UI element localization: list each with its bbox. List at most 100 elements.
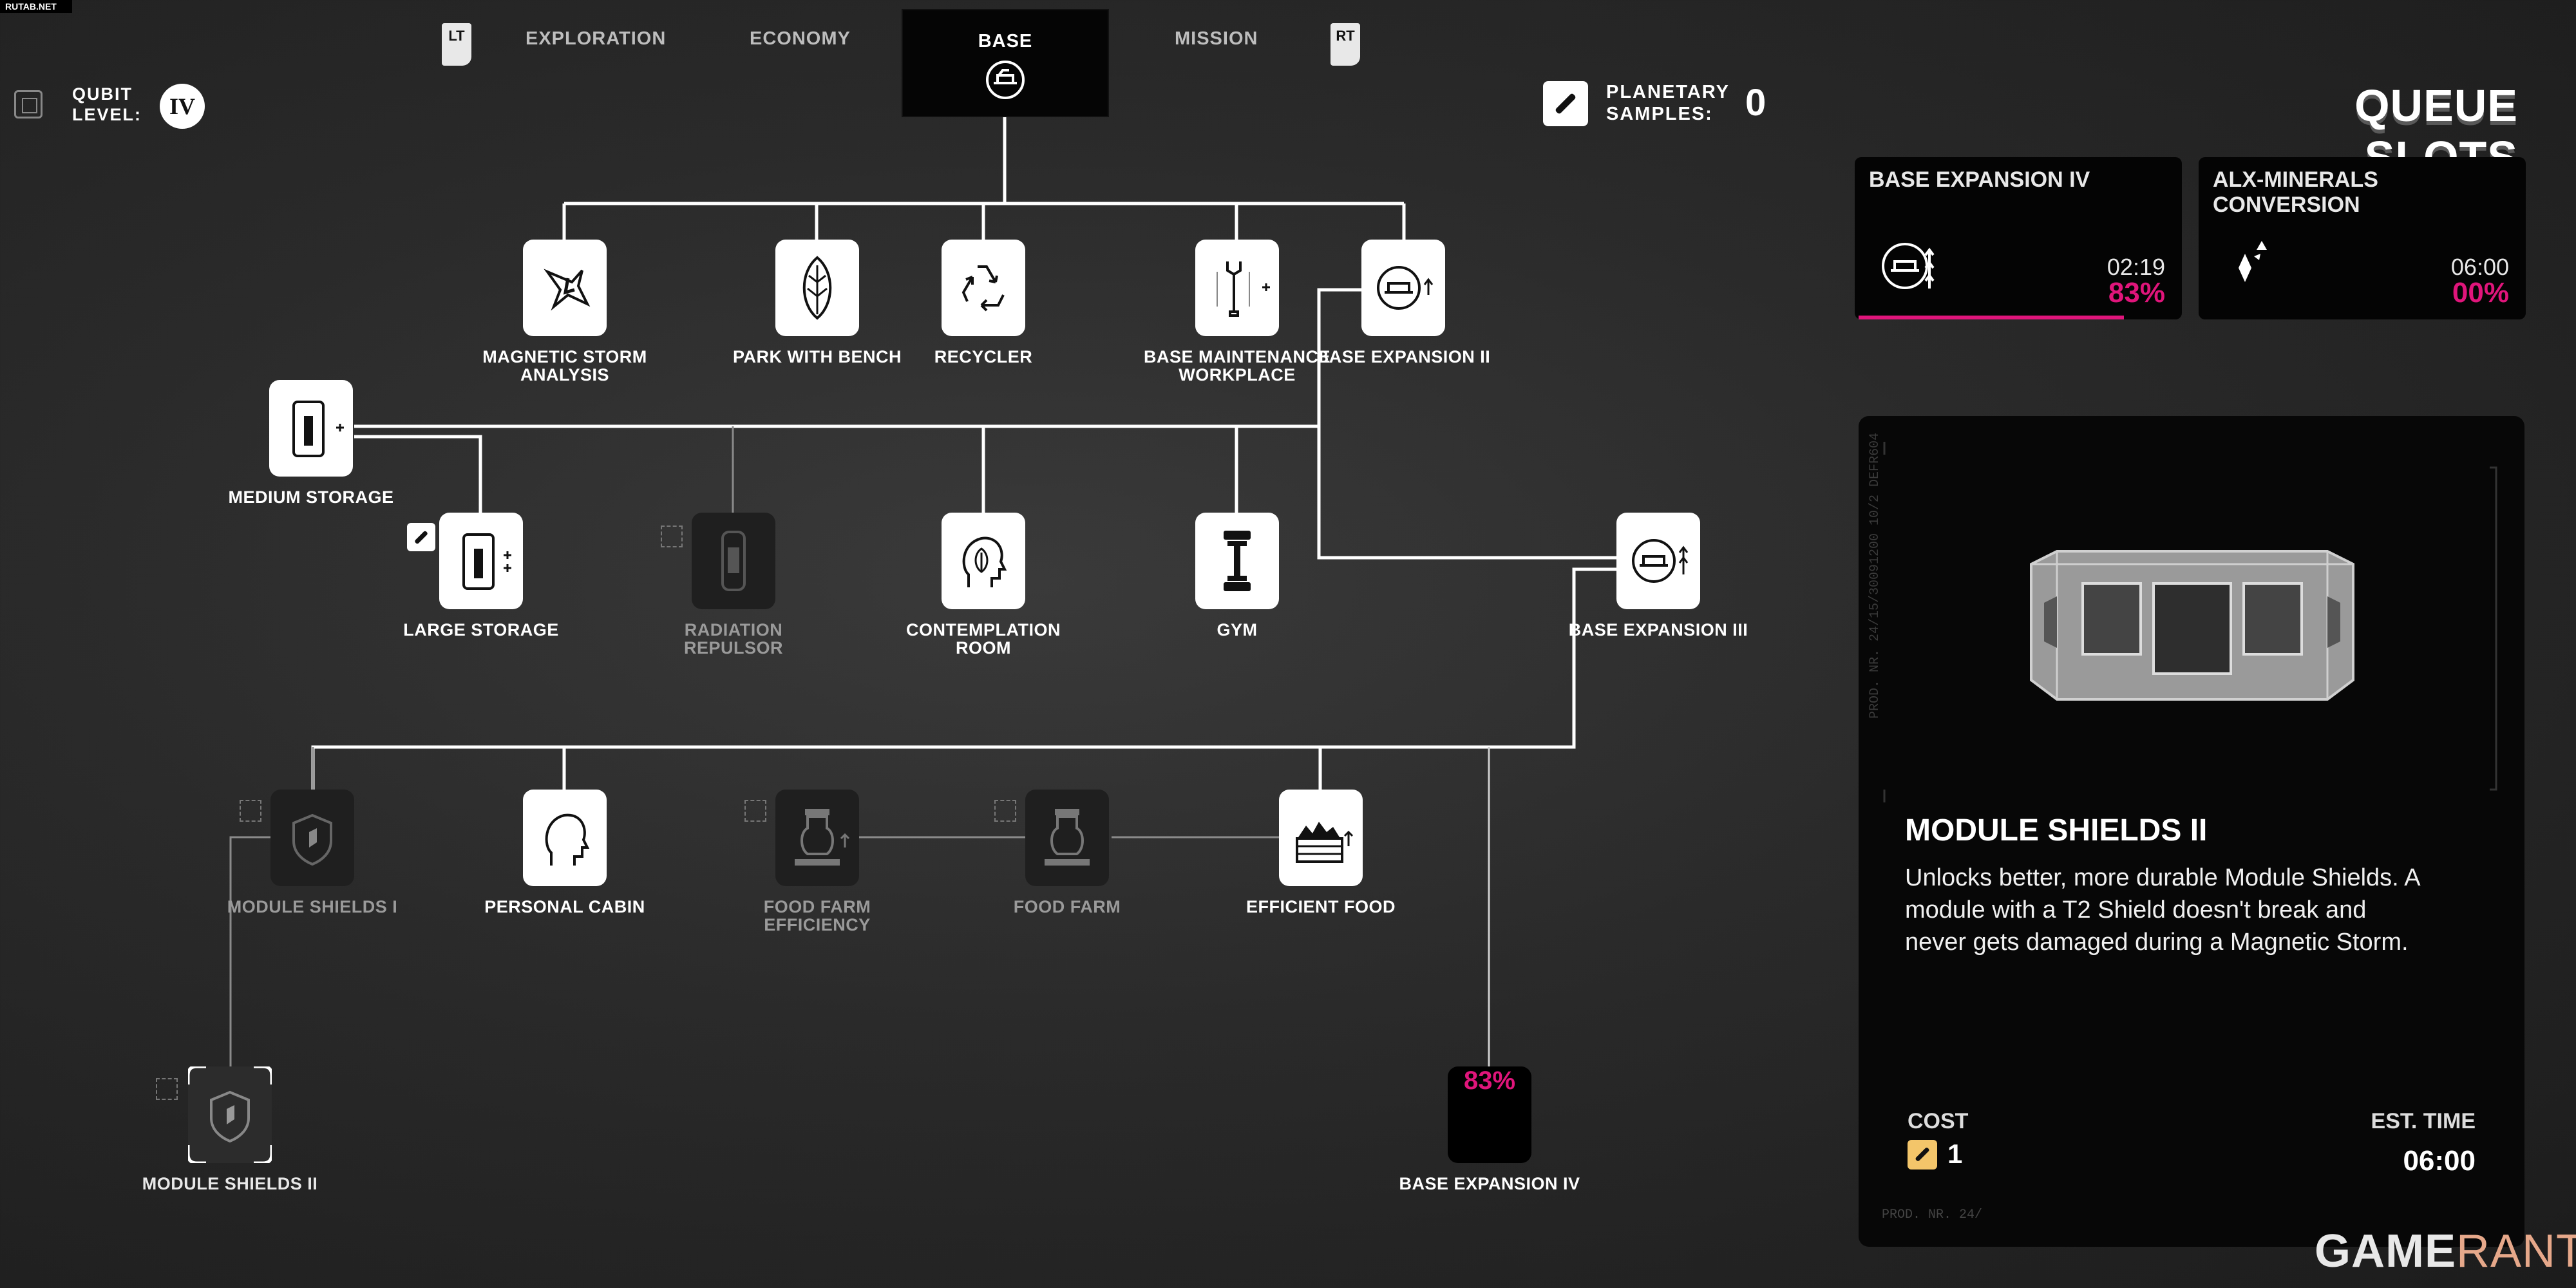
queue-slot-base-expansion[interactable]: BASE EXPANSION IV 02:19 83% [1855, 157, 2182, 319]
prod-number-text: PROD. NR. 24/ [1882, 1208, 1983, 1222]
module-preview-image [1883, 442, 2497, 802]
cost-label: COST [1908, 1109, 1969, 1133]
gamerant-logo: GAMERANT [2315, 1226, 2576, 1277]
queue-slot-percent: 83% [2108, 277, 2165, 308]
node-gym[interactable]: GYM [1195, 513, 1279, 639]
storage-icon [292, 401, 344, 457]
node-personal-cabin[interactable]: PERSONAL CABIN [484, 790, 645, 916]
node-radiation-repulsor[interactable]: RADIATION REPULSOR [684, 513, 783, 657]
shield-icon [292, 813, 332, 866]
planetary-sample-icon [1543, 81, 1588, 126]
rt-bumper-button[interactable]: RT [1331, 23, 1360, 66]
node-label: RECYCLER [934, 347, 1033, 366]
base-expansion-icon [1882, 243, 1935, 289]
node-tile [942, 513, 1025, 609]
node-module-shields-ii[interactable]: MODULE SHIELDS II [142, 1066, 317, 1193]
planetary-samples-value: 0 [1745, 82, 1766, 124]
tab-exploration[interactable]: EXPLORATION [526, 28, 667, 49]
node-magnetic-storm-analysis[interactable]: MAGNETIC STORM ANALYSIS [482, 240, 647, 384]
cost-value: 1 [1947, 1139, 1963, 1169]
node-park-with-bench[interactable]: PARK WITH BENCH [733, 240, 901, 366]
node-label: BASE EXPANSION III [1568, 620, 1748, 639]
node-label: RADIATION REPULSOR [683, 620, 784, 658]
chip-icon [14, 90, 43, 118]
lock-icon [744, 800, 766, 822]
node-contemplation-room[interactable]: CONTEMPLATION ROOM [906, 513, 1060, 657]
repulsor-icon [721, 531, 746, 591]
lock-icon [994, 800, 1016, 822]
node-base-expansion-ii[interactable]: BASE EXPANSION II [1316, 240, 1490, 366]
lock-icon [661, 526, 683, 547]
lt-bumper-button[interactable]: LT [442, 23, 471, 66]
wrench-icon [1217, 261, 1270, 317]
detail-title: MODULE SHIELDS II [1905, 813, 2208, 848]
tab-economy[interactable]: ECONOMY [750, 28, 851, 49]
sample-required-icon [407, 523, 435, 551]
node-label: FOOD FARM [1013, 897, 1121, 916]
shield-icon [188, 1066, 272, 1163]
node-food-farm[interactable]: FOOD FARM [1014, 790, 1121, 916]
base-expansion-icon [1377, 266, 1434, 310]
node-base-expansion-iii[interactable]: BASE EXPANSION III [1569, 513, 1748, 639]
node-tile [942, 240, 1025, 336]
qubit-level-badge: IV [160, 84, 205, 129]
node-food-farm-efficiency[interactable]: FOOD FARM EFFICIENCY [764, 790, 871, 934]
node-label: BASE EXPANSION IV [1399, 1174, 1580, 1193]
detail-description: Unlocks better, more durable Module Shie… [1905, 864, 2420, 956]
head-icon [545, 813, 590, 866]
food-crate-icon [1296, 822, 1354, 863]
leaf-icon [802, 256, 832, 320]
lock-icon [240, 800, 261, 822]
research-detail-panel: PROD. NR. 24/15/30091200 10/2 DEFR604 MO… [1859, 416, 2524, 1247]
node-label: FOOD FARM EFFICIENCY [763, 897, 871, 934]
research-progress-percent: 83% [1463, 1066, 1516, 1095]
node-module-shields-i[interactable]: MODULE SHIELDS I [227, 790, 397, 916]
node-base-maintenance-workplace[interactable]: BASE MAINTENANCE WORKPLACE [1144, 240, 1331, 384]
food-farm-icon [795, 809, 850, 866]
node-label: MODULE SHIELDS II [142, 1174, 318, 1193]
recycle-icon [961, 265, 1005, 312]
base-expansion-icon [1632, 539, 1689, 583]
node-efficient-food[interactable]: EFFICIENT FOOD [1246, 790, 1396, 916]
node-label: PERSONAL CABIN [484, 897, 645, 916]
node-label: LARGE STORAGE [403, 620, 559, 639]
node-base-expansion-iv[interactable]: 83% BASE EXPANSION IV [1399, 1066, 1580, 1193]
node-label: GYM [1217, 620, 1258, 639]
magnetic-storm-icon [544, 269, 591, 311]
node-tile [1448, 1066, 1531, 1163]
node-label: EFFICIENT FOOD [1246, 897, 1396, 916]
food-farm-icon [1045, 809, 1090, 866]
planetary-sample-icon [1908, 1140, 1937, 1170]
head-leaf-icon [962, 536, 1007, 587]
node-tile [1361, 240, 1445, 336]
tab-base-label: BASE [978, 31, 1033, 52]
tab-base[interactable]: BASE [902, 9, 1109, 117]
queue-slot-title: BASE EXPANSION IV [1869, 167, 2090, 192]
queue-slot-percent: 00% [2452, 277, 2509, 308]
node-label: PARK WITH BENCH [733, 347, 902, 366]
node-medium-storage[interactable]: MEDIUM STORAGE [228, 380, 393, 506]
queue-slot-progress-bar [1859, 316, 2124, 319]
est-time-label: EST. TIME [2371, 1109, 2476, 1133]
queue-slot-title: ALX-MINERALS CONVERSION [2213, 167, 2378, 217]
node-label: MAGNETIC STORM ANALYSIS [482, 347, 647, 384]
node-label: BASE EXPANSION II [1316, 347, 1491, 366]
source-watermark: RUTAB.NET [0, 0, 72, 13]
queue-slot-minerals-conversion[interactable]: ALX-MINERALS CONVERSION 06:00 00% [2199, 157, 2526, 319]
node-label: BASE MAINTENANCE WORKPLACE [1143, 347, 1331, 384]
est-time-value: 06:00 [2403, 1145, 2476, 1177]
node-tile [523, 790, 607, 886]
minerals-icon [2239, 241, 2267, 282]
lock-icon [156, 1078, 178, 1100]
queue-slot-time: 02:19 [2107, 254, 2165, 280]
node-label: CONTEMPLATION ROOM [906, 620, 1061, 658]
node-large-storage[interactable]: LARGE STORAGE [403, 513, 558, 639]
base-tab-icon [986, 61, 1025, 99]
node-recycler[interactable]: RECYCLER [934, 240, 1032, 366]
dumbbell-icon [1224, 531, 1251, 591]
queue-slot-time: 06:00 [2450, 254, 2509, 280]
tab-mission[interactable]: MISSION [1175, 28, 1258, 49]
node-tile [1025, 790, 1109, 886]
